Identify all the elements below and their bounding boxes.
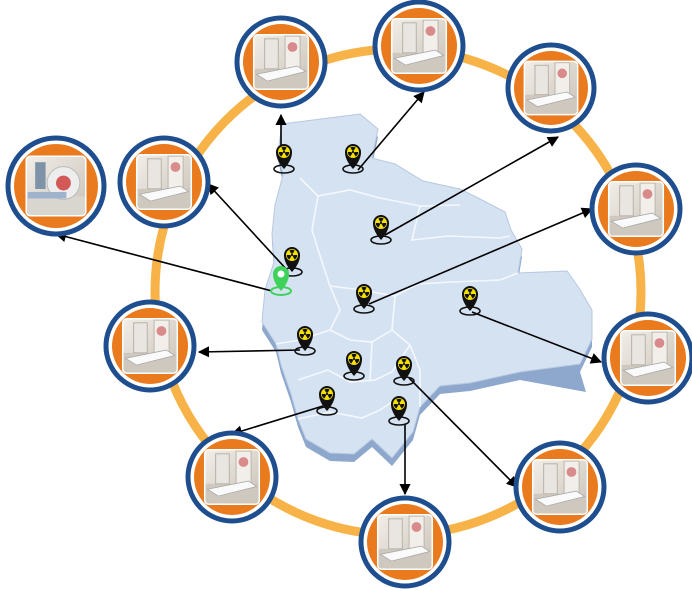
ct-scanner-photo <box>26 156 86 216</box>
radiation-pin-icon <box>393 356 415 386</box>
node-right <box>601 311 692 405</box>
arrow-to-node-bottom-left <box>230 405 324 437</box>
arrow-to-node-left-lower <box>197 346 301 358</box>
arrow-to-node-left-upper <box>207 183 289 272</box>
arrow-to-node-top-center <box>357 91 425 171</box>
node-right-upper <box>589 162 683 256</box>
node-top-left <box>234 15 328 109</box>
radiotherapy-room-photo <box>253 34 309 90</box>
bolivia-map <box>261 113 593 459</box>
radiotherapy-room-photo <box>204 449 260 505</box>
radiation-pin-icon <box>316 386 338 416</box>
node-bottom <box>358 495 452 589</box>
radiotherapy-room-photo <box>391 18 447 74</box>
radiation-pin-icon <box>294 326 316 356</box>
radiotherapy-room-photo <box>524 61 578 115</box>
node-left-upper <box>117 135 211 229</box>
radiotherapy-room-photo <box>377 514 433 570</box>
arrow-to-node-bottom-right <box>408 377 518 488</box>
radiation-pin-icon <box>459 286 481 316</box>
node-top-right <box>505 42 597 134</box>
radiation-pin-icon <box>370 215 392 245</box>
radiation-pin-icon <box>353 284 375 314</box>
radiation-pin-icon <box>273 144 295 174</box>
node-top-center <box>372 0 466 93</box>
node-bottom-right <box>513 440 607 534</box>
radiotherapy-room-photo <box>608 181 664 237</box>
site-markers <box>270 144 481 426</box>
node-far-left <box>5 135 107 237</box>
radiotherapy-room-photo <box>136 154 192 210</box>
node-left-lower <box>103 299 197 393</box>
radiation-pin-icon <box>343 351 365 381</box>
radiotherapy-room-photo <box>532 459 588 515</box>
radiotherapy-room-photo <box>620 330 676 386</box>
arrow-to-node-right-upper <box>368 207 594 305</box>
radiation-pin-icon <box>342 144 364 174</box>
radiotherapy-room-photo <box>122 318 178 374</box>
green-location-pin-icon <box>270 266 292 296</box>
node-bottom-left <box>185 430 279 524</box>
radiation-pin-icon <box>388 396 410 426</box>
photo-nodes <box>5 0 692 589</box>
arrow-to-node-right <box>471 311 603 364</box>
department-borders <box>275 177 519 420</box>
arrow-to-node-far-left <box>54 231 273 292</box>
arrow-to-node-top-right <box>384 136 559 236</box>
connection-arrows <box>54 91 603 496</box>
